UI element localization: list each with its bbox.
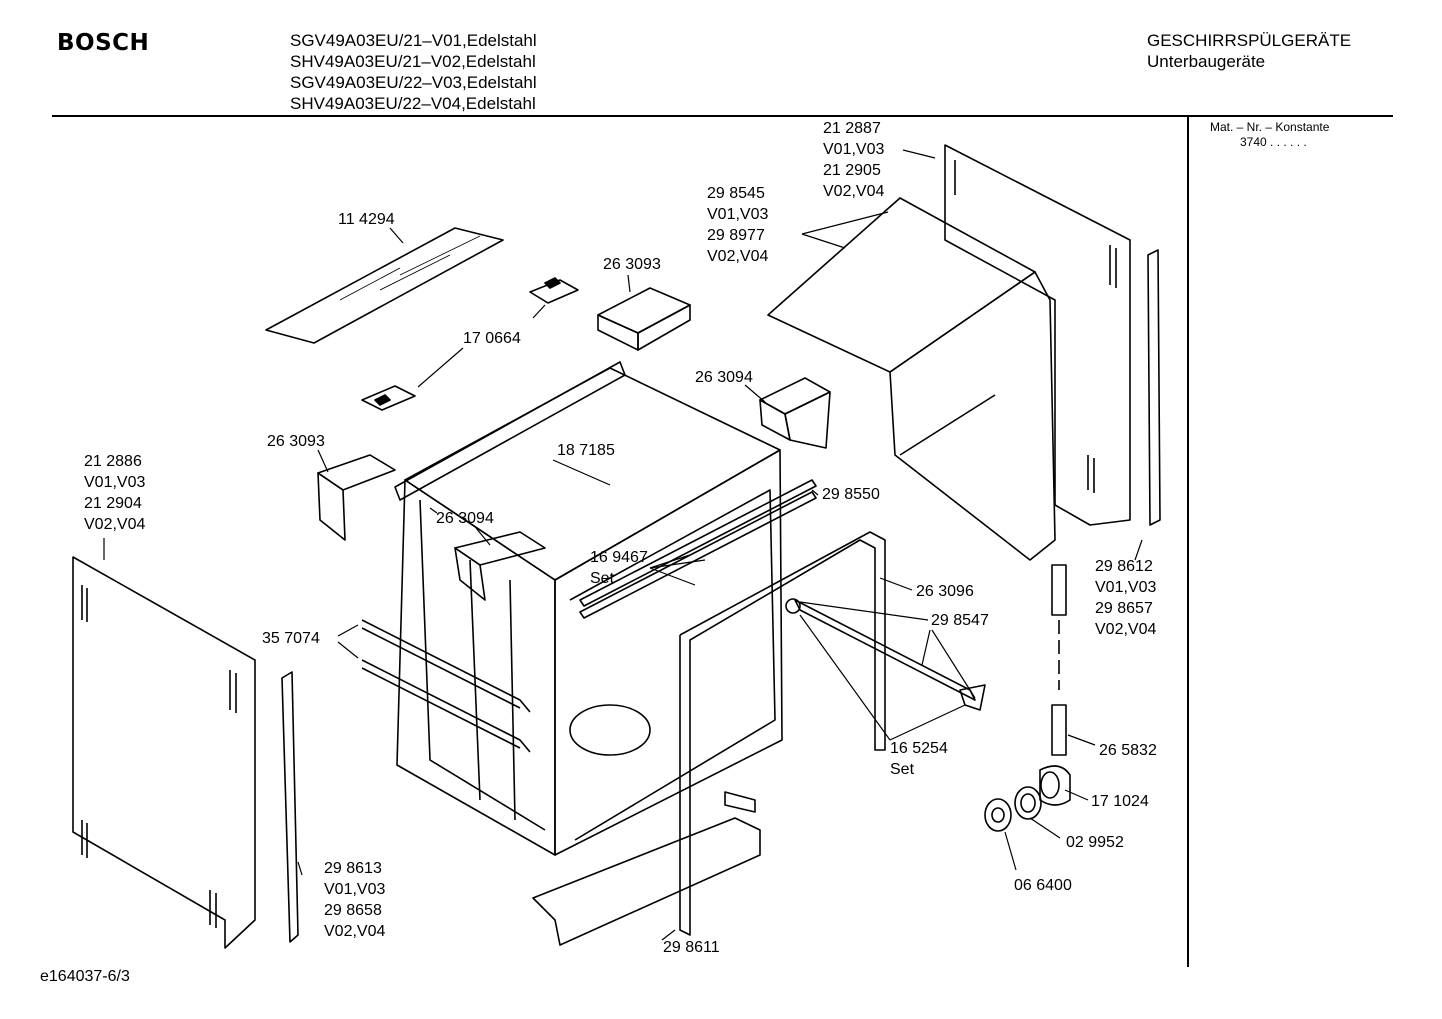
rail-part xyxy=(361,619,531,753)
elbow-part xyxy=(1039,765,1071,806)
top-cover-part xyxy=(767,197,1056,561)
ring-part xyxy=(984,786,1042,832)
part-label: 06 6400 xyxy=(1014,877,1072,894)
part-label: 18 7185 xyxy=(557,442,615,459)
tub-body xyxy=(394,361,783,856)
category-subtitle: Unterbaugeräte xyxy=(1147,52,1266,71)
model-line: SGV49A03EU/21–V01,Edelstahl xyxy=(290,31,537,50)
strip-part xyxy=(281,671,299,943)
leader-lines xyxy=(103,149,1143,941)
strip-part xyxy=(1147,249,1161,526)
document-id: e164037-6/3 xyxy=(40,968,130,985)
rail-part xyxy=(579,479,817,619)
hose-part xyxy=(1051,564,1067,756)
sidebar-divider xyxy=(1187,117,1189,967)
clip-part xyxy=(317,287,691,541)
part-label: 35 7074 xyxy=(262,630,320,647)
part-label: 17 1024 xyxy=(1091,793,1149,810)
side-panel-right xyxy=(944,144,1131,526)
part-label: 11 4294 xyxy=(338,211,395,228)
spray-arm-part xyxy=(785,598,986,711)
model-line: SHV49A03EU/21–V02,Edelstahl xyxy=(290,52,536,71)
brand-logo: BOSCH xyxy=(57,30,150,56)
header-divider xyxy=(52,115,1393,117)
part-label: 29 8611 xyxy=(663,939,720,956)
part-label: 26 3096 xyxy=(916,583,974,600)
model-line: SHV49A03EU/22–V04,Edelstahl xyxy=(290,94,536,113)
part-label: 26 5832 xyxy=(1099,742,1157,759)
part-label: 26 3094 xyxy=(695,369,753,386)
glass-plate-part xyxy=(265,227,504,344)
part-label: 17 0664 xyxy=(463,330,521,347)
mat-label: Mat. – Nr. – Konstante xyxy=(1210,120,1330,134)
bracket-part xyxy=(361,277,579,411)
part-label: 29 8550 xyxy=(822,486,880,503)
toe-kick-part xyxy=(532,791,761,946)
mat-value: 3740 . . . . . . xyxy=(1240,135,1307,149)
part-label: 02 9952 xyxy=(1066,834,1124,851)
mat-info: Mat. – Nr. – Konstante 3740 . . . . . . xyxy=(1210,120,1329,150)
model-list: SGV49A03EU/21–V01,Edelstahl SHV49A03EU/2… xyxy=(290,30,537,114)
part-label: 29 8547 xyxy=(931,612,989,629)
part-label: 26 3093 xyxy=(603,256,661,273)
side-panel-left xyxy=(72,556,256,949)
category-block: GESCHIRRSPÜLGERÄTE Unterbaugeräte xyxy=(1147,30,1351,72)
model-line: SGV49A03EU/22–V03,Edelstahl xyxy=(290,73,537,92)
door-seal-part xyxy=(679,531,886,936)
clip-part xyxy=(454,377,831,601)
part-label: 26 3094 xyxy=(436,510,494,527)
category-title: GESCHIRRSPÜLGERÄTE xyxy=(1147,31,1352,50)
part-label: 26 3093 xyxy=(267,433,325,450)
